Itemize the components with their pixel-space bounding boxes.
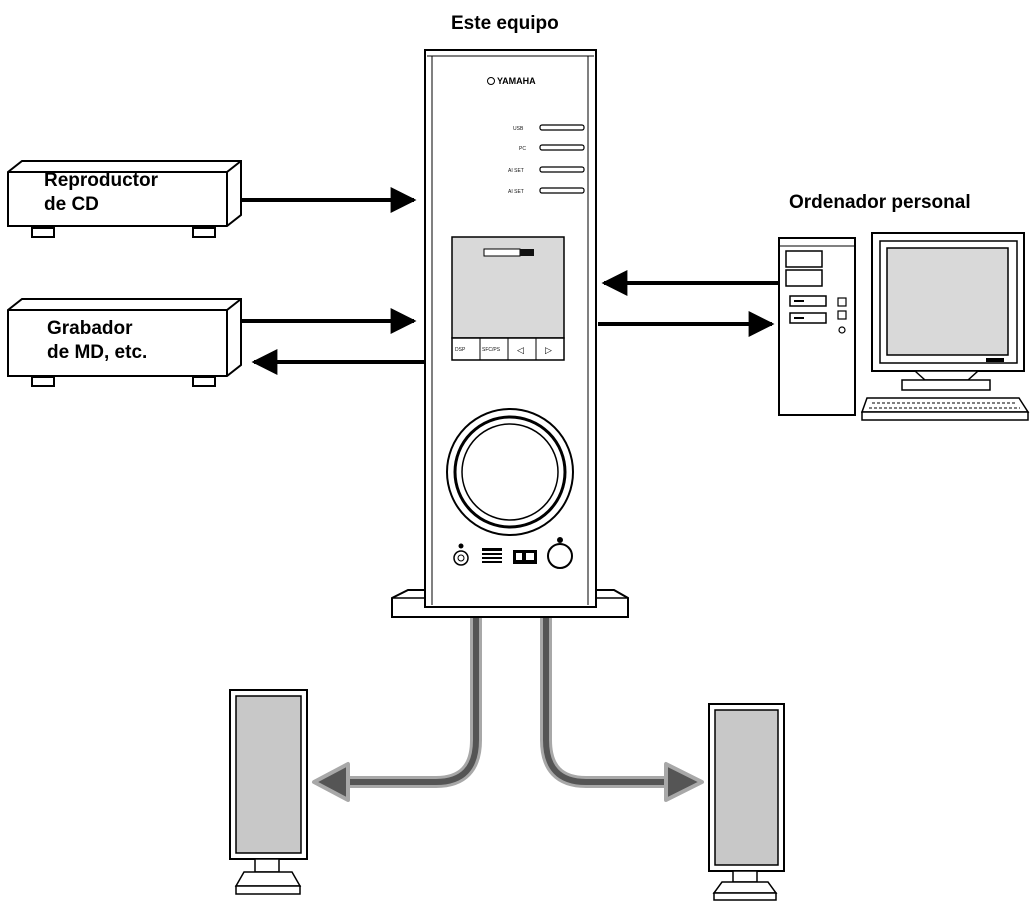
left-button-label: ◁ [517,345,524,355]
right-button-label: ▷ [545,345,552,355]
left-speaker [229,689,308,895]
main-unit-label: Este equipo [451,13,559,34]
indicator-label: USB [513,126,524,132]
indicator-label: AI SET [508,168,524,174]
cd-player-label-line2: de CD [44,194,99,215]
display-screen [451,236,565,339]
cd-player-icon [7,160,242,238]
headphone-jack [453,543,469,566]
indicator-label: AI SET [508,189,524,195]
main-unit: YAMAHA USB PC AI SET AI SET DSP SFC/PS ◁ [391,49,629,618]
md-recorder-icon [7,298,242,387]
logo-badges [482,548,537,564]
power-button [547,537,573,569]
computer-label: Ordenador personal [789,192,971,213]
volume-knob [446,408,574,536]
right-speaker [708,703,785,901]
signal-arrows [242,187,778,375]
speaker-cables [312,618,704,802]
md-recorder-label-line2: de MD, etc. [47,342,148,363]
sfc-button-label: SFC/PS [482,347,501,353]
computer-icon [778,232,1030,421]
md-recorder-label-line1: Grabador [47,318,133,339]
cd-player-label-line1: Reproductor [44,170,158,191]
button-row: DSP SFC/PS ◁ ▷ [451,337,565,361]
dsp-button-label: DSP [455,347,466,353]
brand-logo: YAMAHA [497,76,536,86]
indicator-group: USB PC AI SET AI SET [508,124,585,195]
indicator-label: PC [519,146,526,152]
